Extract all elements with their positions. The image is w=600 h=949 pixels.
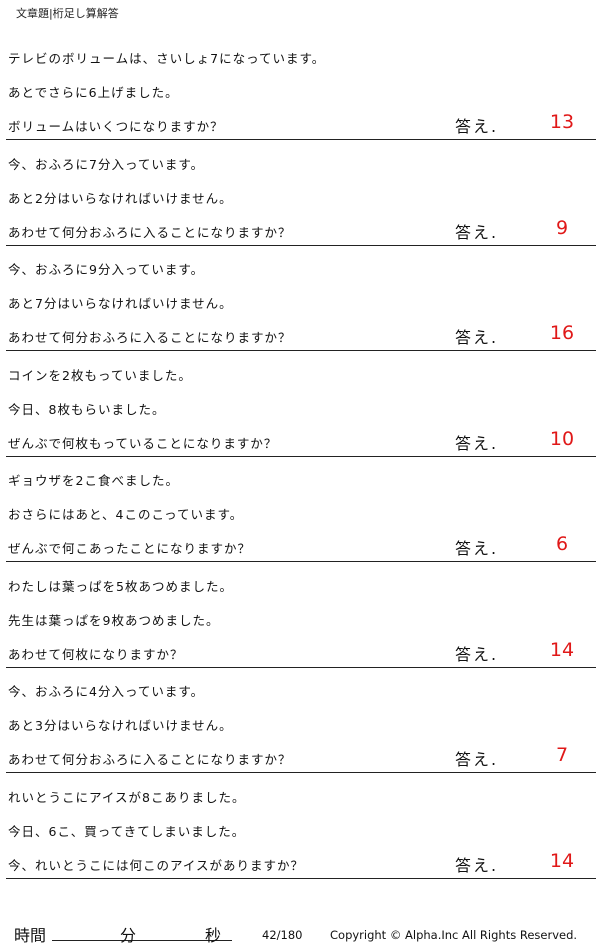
footer: 時間 分 秒 42/180 Copyright © Alpha.Inc All … xyxy=(0,918,600,948)
problem-line: 今、おふろに9分入っています。 xyxy=(8,262,205,277)
problem-8: れいとうこにアイスが8こありました。 今日、6こ、買ってきてしまいました。 今、… xyxy=(0,777,600,883)
problem-line: あと3分はいらなければいけません。 xyxy=(8,718,233,733)
answer-value: 6 xyxy=(555,533,569,555)
problem-question: あわせて何枚になりますか？ xyxy=(8,646,184,662)
problem-line: あと7分はいらなければいけません。 xyxy=(8,296,233,311)
divider-rule xyxy=(6,139,596,140)
answer-label: 答え. xyxy=(455,328,499,347)
problem-line: ギョウザを2こ食べました。 xyxy=(8,473,179,488)
page-number: 42/180 xyxy=(262,928,303,942)
answer-label: 答え. xyxy=(455,644,499,664)
problem-line: 今、おふろに7分入っています。 xyxy=(8,156,205,172)
answer-value: 16 xyxy=(549,322,575,344)
problem-line: 今日、6こ、買ってきてしまいました。 xyxy=(8,823,246,839)
answer-value: 10 xyxy=(549,427,575,450)
answer-value: 14 xyxy=(549,638,575,661)
problem-2: 今、おふろに7分入っています。 あと2分はいらなければいけません。 あわせて何分… xyxy=(0,144,600,250)
problem-1: テレビのボリュームは、さいしょ7になっています。 あとでさらに6上げました。 ボ… xyxy=(0,38,600,144)
problem-question: あわせて何分おふろに入ることになりますか？ xyxy=(8,752,292,767)
divider-rule xyxy=(6,772,596,773)
problem-5: ギョウザを2こ食べました。 おさらにはあと、4このこっています。 ぜんぶで何こあ… xyxy=(0,460,600,566)
answer-label: 答え. xyxy=(455,117,499,136)
problem-question: あわせて何分おふろに入ることになりますか？ xyxy=(8,330,292,345)
answer-label: 答え. xyxy=(455,539,499,558)
problem-line: 今、おふろに4分入っています。 xyxy=(8,684,205,699)
problem-line: おさらにはあと、4このこっています。 xyxy=(8,507,244,522)
worksheet-title: 文章題|桁足し算解答 xyxy=(16,7,119,20)
answer-value: 9 xyxy=(555,216,569,239)
copyright-notice: Copyright © Alpha.Inc All Rights Reserve… xyxy=(330,928,578,942)
second-label: 秒 xyxy=(205,926,222,945)
problem-line: れいとうこにアイスが8こありました。 xyxy=(8,789,246,805)
problem-question: ぜんぶで何枚もっていることになりますか？ xyxy=(8,435,278,451)
problem-question: 今、れいとうこには何このアイスがありますか？ xyxy=(8,857,305,873)
problem-line: 先生は葉っぱを9枚あつめました。 xyxy=(8,612,220,628)
problem-line: テレビのボリュームは、さいしょ7になっています。 xyxy=(8,51,326,66)
divider-rule xyxy=(6,455,596,457)
problem-line: あとでさらに6上げました。 xyxy=(8,85,179,100)
answer-label: 答え. xyxy=(455,750,499,769)
problem-list: テレビのボリュームは、さいしょ7になっています。 あとでさらに6上げました。 ボ… xyxy=(0,38,600,882)
time-blank-line xyxy=(52,940,232,941)
problem-line: 今日、8枚もらいました。 xyxy=(8,401,166,417)
divider-rule xyxy=(6,561,596,562)
answer-value: 14 xyxy=(549,849,575,872)
answer-value: 7 xyxy=(555,744,569,766)
problem-3: 今、おふろに9分入っています。 あと7分はいらなければいけません。 あわせて何分… xyxy=(0,249,600,355)
answer-value: 13 xyxy=(549,111,575,133)
answer-label: 答え. xyxy=(455,855,499,875)
answer-label: 答え. xyxy=(455,433,499,453)
minute-label: 分 xyxy=(120,926,137,945)
divider-rule xyxy=(6,666,596,668)
time-label: 時間 xyxy=(14,926,47,945)
problem-4: コインを2枚もっていました。 今日、8枚もらいました。 ぜんぶで何枚もっているこ… xyxy=(0,355,600,461)
answer-label: 答え. xyxy=(455,222,499,242)
problem-line: コインを2枚もっていました。 xyxy=(8,367,192,383)
divider-rule xyxy=(6,244,596,246)
problem-7: 今、おふろに4分入っています。 あと3分はいらなければいけません。 あわせて何分… xyxy=(0,671,600,777)
problem-line: あと2分はいらなければいけません。 xyxy=(8,190,233,206)
problem-6: わたしは葉っぱを5枚あつめました。 先生は葉っぱを9枚あつめました。 あわせて何… xyxy=(0,566,600,672)
divider-rule xyxy=(6,350,596,351)
problem-question: あわせて何分おふろに入ることになりますか？ xyxy=(8,224,292,240)
problem-question: ボリュームはいくつになりますか？ xyxy=(8,119,224,134)
problem-question: ぜんぶで何こあったことになりますか？ xyxy=(8,541,252,556)
divider-rule xyxy=(6,877,596,879)
problem-line: わたしは葉っぱを5枚あつめました。 xyxy=(8,578,233,594)
